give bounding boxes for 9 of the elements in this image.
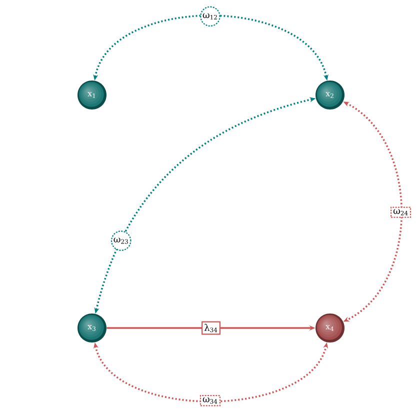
sphere-node: x$_{3}$ bbox=[78, 314, 106, 342]
sphere-node: x$_{1}$ bbox=[78, 80, 106, 110]
edge-label: λ$_{34}$ bbox=[202, 321, 220, 335]
edge-label: ω$_{12}$ bbox=[200, 6, 220, 27]
edge-label: ω$_{23}$ bbox=[110, 230, 132, 251]
edge-label: ω$_{24}$ bbox=[390, 206, 412, 218]
sphere-node: x$_{2}$ bbox=[316, 80, 344, 110]
sphere-node: x$_{4}$ bbox=[316, 314, 344, 342]
edge-label: ω$_{34}$ bbox=[200, 395, 220, 406]
